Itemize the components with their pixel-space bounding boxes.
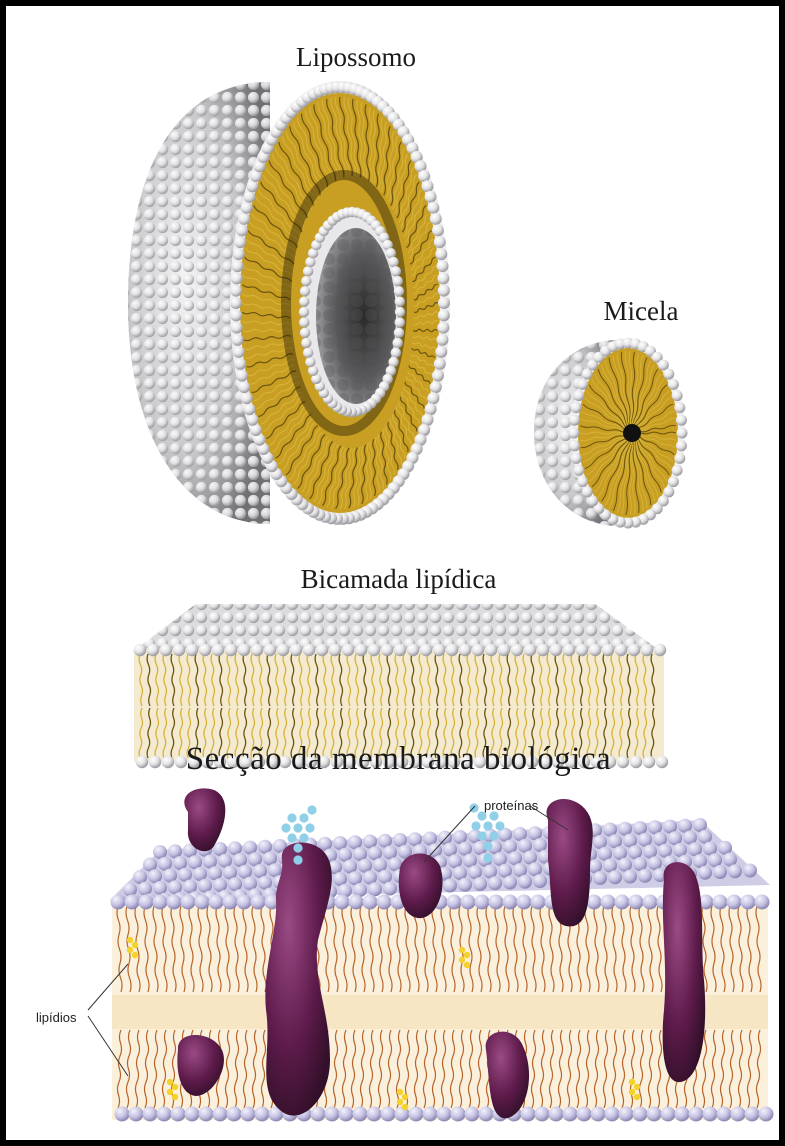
bilayer-title: Bicamada lipídica [6,564,785,595]
micelle-illustration [534,338,688,529]
liposome-title: Lipossomo [6,42,706,73]
proteins-label: proteínas [484,798,538,813]
liposome-illustration [128,81,450,525]
biological-membrane-illustration [88,788,774,1121]
lipids-label: lipídios [36,1010,76,1025]
micelle-title: Micela [566,296,716,327]
membrane-section-title: Secção da membrana biológica [6,741,785,778]
